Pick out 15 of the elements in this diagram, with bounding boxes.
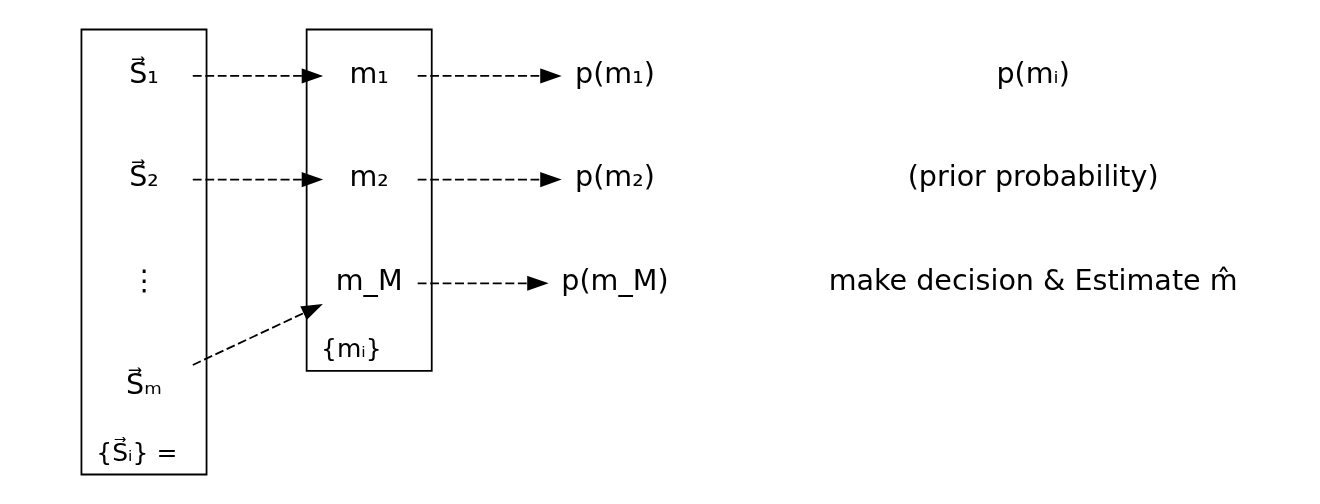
node-text: m_M bbox=[335, 263, 403, 298]
node-text: S⃗₁ bbox=[128, 55, 159, 90]
node-text: p(m₁) bbox=[574, 55, 655, 90]
node-text: S⃗ₘ bbox=[125, 366, 162, 401]
node-text: p(m_M) bbox=[560, 263, 669, 298]
node-label: {mᵢ} bbox=[320, 333, 382, 363]
node-text: p(m₂) bbox=[574, 159, 655, 194]
node-label: {S⃗ᵢ} = bbox=[95, 437, 177, 467]
node-text: ⋮ bbox=[129, 263, 158, 298]
node-text: S⃗₂ bbox=[128, 159, 159, 194]
label: p(mᵢ) bbox=[995, 55, 1070, 90]
node-text: m₂ bbox=[349, 159, 389, 194]
label: (prior probability) bbox=[907, 159, 1159, 194]
label: make decision & Estimate m̂ bbox=[828, 263, 1238, 298]
node-text: m₁ bbox=[349, 55, 389, 90]
